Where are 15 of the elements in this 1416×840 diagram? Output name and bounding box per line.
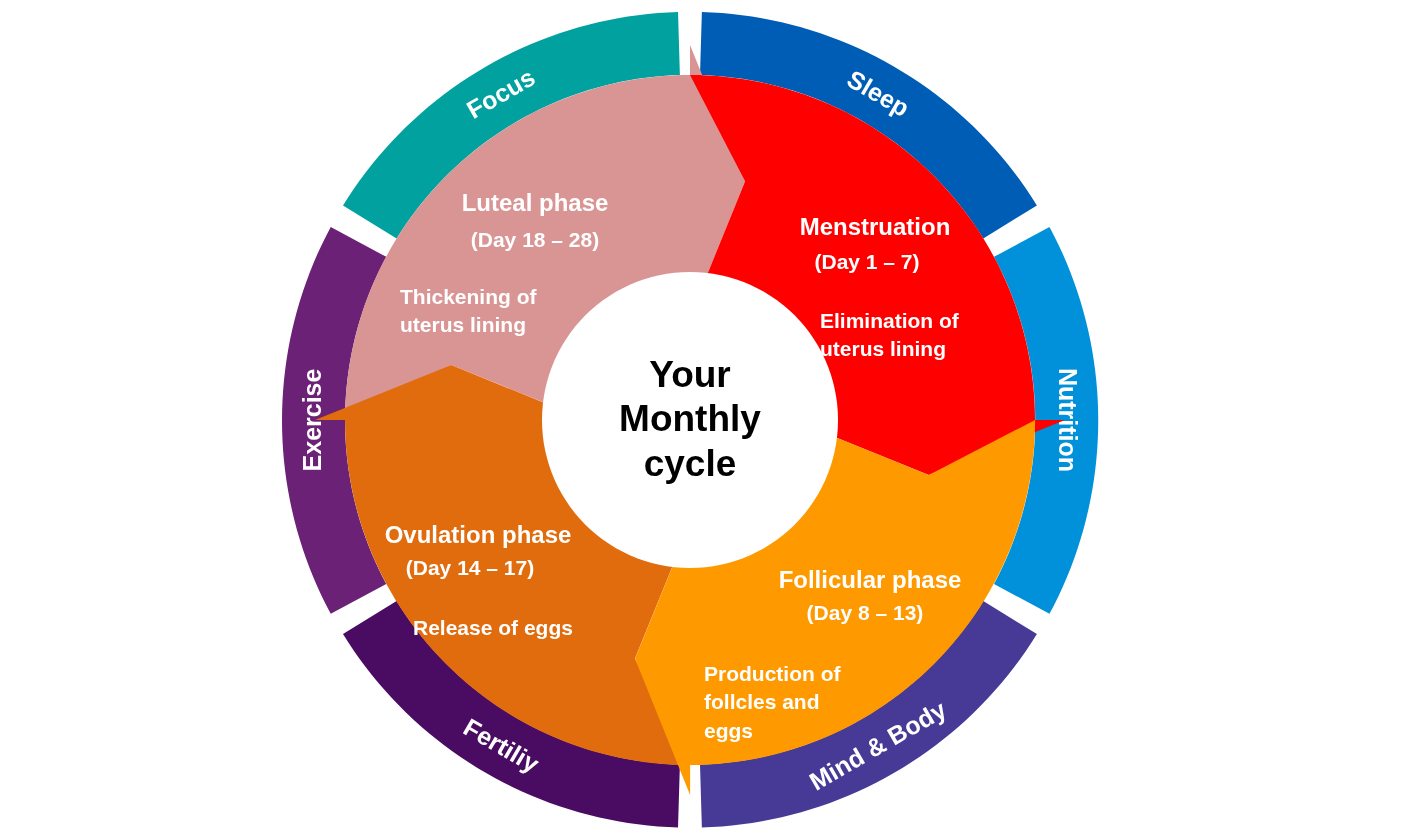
phase-description: Release of eggs xyxy=(413,614,574,641)
phase-description: Production of follcles and eggs xyxy=(704,661,842,745)
day-range: (Day 18 – 28) xyxy=(469,226,601,253)
phase-title: Luteal phase xyxy=(460,187,610,218)
phase-description: Elimination of uterus lining xyxy=(820,307,960,362)
phase-title: Ovulation phase xyxy=(383,519,573,550)
day-range: (Day 1 – 7) xyxy=(813,248,921,275)
cycle-title: Your Monthly cycle xyxy=(618,353,762,487)
day-range: (Day 14 – 17) xyxy=(404,554,536,581)
category-label: Exercise xyxy=(297,368,328,472)
phase-description: Thickening of uterus lining xyxy=(400,283,538,338)
day-range: (Day 8 – 13) xyxy=(805,599,925,626)
category-label: Nutrition xyxy=(1052,367,1083,473)
phase-title: Menstruation xyxy=(798,211,952,242)
phase-title: Follicular phase xyxy=(777,564,963,595)
